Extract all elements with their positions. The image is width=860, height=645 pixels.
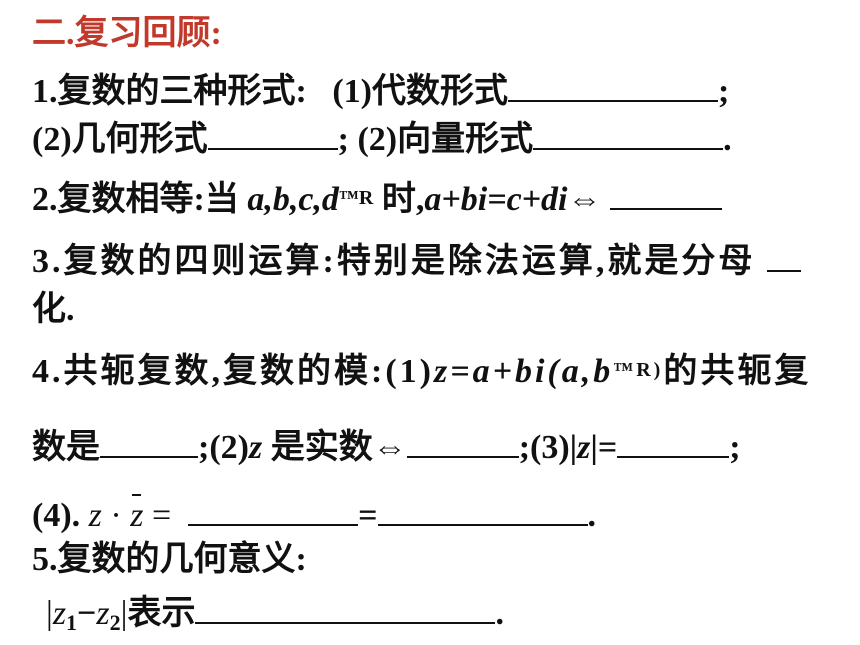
item-5-line: 5.复数的几何意义:	[32, 540, 307, 580]
denominator-blank	[766, 240, 801, 272]
variables: a,b,c,d	[247, 181, 339, 218]
item-1-label: 1.复数的三种形式:	[32, 73, 307, 110]
represents-text: 表示	[127, 595, 196, 632]
item-4-line-3: (4). z · z = =.	[32, 494, 596, 536]
geometric-meaning-blank	[195, 592, 496, 624]
period: .	[587, 497, 597, 534]
subscript-1: 1	[66, 610, 78, 635]
equals-sign: =	[151, 497, 172, 534]
algebraic-form-blank	[507, 70, 718, 102]
semicolon: ;	[717, 73, 730, 110]
product-blank-1	[188, 494, 359, 526]
part-3-label: ;(3)|	[518, 429, 578, 466]
var-z1: z	[52, 595, 67, 632]
geometric-form-blank	[207, 118, 338, 150]
semicolon: ;	[729, 429, 741, 466]
semicolon: ;	[337, 121, 349, 158]
item-3-line: 3.复数的四则运算:特别是除法运算,就是分母	[32, 240, 801, 282]
conjugate-expression: =a+bi(a,b	[450, 353, 614, 390]
part-2-label: ;(2)	[198, 429, 249, 466]
geometric-form-label: (2)几何形式	[32, 121, 208, 158]
vector-form-blank	[533, 118, 724, 150]
period: .	[723, 121, 732, 158]
conjugate-blank	[100, 426, 198, 458]
real-condition-blank	[406, 426, 519, 458]
var-z: z	[577, 429, 591, 466]
conjugate-text: 的共轭复	[663, 353, 812, 390]
var-z: z	[248, 429, 263, 466]
section-title: 二.复习回顾:	[32, 15, 222, 52]
equality-blank	[609, 178, 722, 210]
item-2-line: 2.复数相等:当 a,b,c,d™R 时,a+bi=c+di⇔	[32, 178, 722, 220]
conjugate-is-label: 数是	[32, 429, 100, 466]
var-z-conjugate: z	[130, 494, 144, 534]
equals-sign: =	[358, 497, 378, 534]
subscript-2: 2	[109, 610, 121, 635]
item-1-line: 1.复数的三种形式: (1)代数形式;	[32, 70, 729, 112]
dot-operator: ·	[110, 497, 122, 534]
algebraic-form-label: (1)代数形式	[332, 73, 508, 110]
item-3-line-2: 化.	[32, 290, 75, 330]
part-4-label: (4).	[32, 497, 81, 534]
item-4-line-2: 数是;(2)z 是实数⇔;(3)|z|=;	[32, 426, 741, 468]
modulus-blank	[617, 426, 730, 458]
equality-expression: a+bi=c+di⇔	[424, 181, 602, 218]
minus-sign: −	[77, 595, 97, 632]
item-3-text: 3.复数的四则运算:特别是除法运算,就是分母	[32, 243, 756, 280]
item-4-line: 4.共轭复数,复数的模:(1)z=a+bi(a,b™R)的共轭复	[32, 350, 811, 392]
var-z: z	[433, 353, 451, 390]
real-number-text: 是实数⇔	[270, 429, 407, 466]
period: .	[495, 595, 504, 632]
item-1-line-2: (2)几何形式; (2)向量形式.	[32, 118, 732, 160]
item-3-text-cont: 化.	[32, 291, 75, 328]
modulus-equals: |=	[590, 429, 618, 466]
set-symbol: ™R	[338, 187, 374, 209]
item-4-label: 4.共轭复数,复数的模:(1)	[32, 353, 434, 390]
vector-form-label: (2)向量形式	[357, 121, 534, 158]
abs-bar-right: |	[120, 595, 128, 632]
product-blank-2	[377, 494, 588, 526]
abs-bar-left: |	[46, 595, 53, 632]
var-z: z	[88, 497, 102, 534]
set-symbol: ™R)	[613, 359, 664, 381]
item-2-label: 2.复数相等:当	[32, 181, 239, 218]
var-z2: z	[96, 595, 110, 632]
item-5-line-2: |z1−z2|表示.	[46, 592, 504, 643]
item-5-label: 5.复数的几何意义:	[32, 541, 307, 578]
when-text: 时,	[381, 181, 425, 218]
